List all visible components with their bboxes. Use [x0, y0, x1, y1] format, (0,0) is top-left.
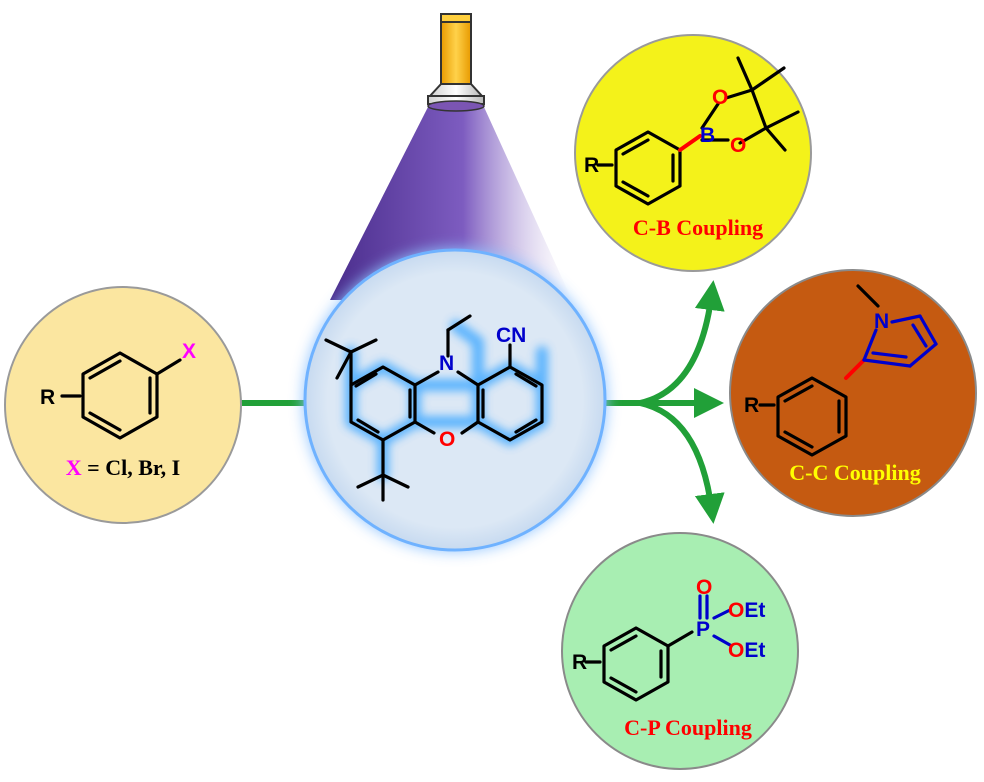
reaction-arrows — [240, 280, 725, 524]
cp-title: C-P Coupling — [624, 715, 752, 740]
cp-r-label: R — [572, 651, 587, 674]
cp-oet2-label: OEt — [728, 639, 765, 662]
reactant-r-label: R — [40, 386, 55, 409]
cp-oet1-label: OEt — [728, 599, 765, 622]
reactant-caption: X = Cl, Br, I — [66, 455, 180, 480]
cc-new-bond — [844, 358, 866, 380]
catalyst-n-label: N — [439, 352, 454, 375]
light-cone — [330, 107, 572, 300]
arrow-to-cb — [639, 280, 725, 406]
cb-r-label: R — [584, 154, 599, 177]
flashlight-icon — [427, 13, 485, 112]
caption-x: X — [66, 455, 82, 480]
product-cp: R P O OEt OEt C-P Coupling — [561, 532, 799, 770]
photocatalyst: N O CN — [303, 248, 607, 552]
cp-p-label: P — [696, 618, 710, 641]
cb-title: C-B Coupling — [633, 215, 763, 240]
product-cb: R B O O C-B Coupling — [574, 34, 812, 272]
product-cc: R N C-C Coupling — [729, 269, 977, 517]
cc-n-label: N — [874, 310, 889, 333]
arrow-to-cp — [639, 400, 725, 524]
reactant-aryl-halide: R X X = Cl, Br, I — [4, 286, 242, 524]
caption-halides: = Cl, Br, I — [82, 455, 181, 480]
light-source — [330, 13, 572, 300]
catalyst-cn-label: CN — [496, 324, 526, 347]
reactant-x-label: X — [182, 340, 196, 363]
cc-r-label: R — [744, 394, 759, 417]
cb-o2-label: O — [730, 134, 746, 157]
cc-title: C-C Coupling — [789, 460, 920, 485]
cp-o-label: O — [696, 576, 712, 599]
cb-b-label: B — [700, 124, 715, 147]
catalyst-o-label: O — [439, 428, 455, 451]
cb-o1-label: O — [712, 86, 728, 109]
cb-new-bond — [678, 134, 702, 152]
